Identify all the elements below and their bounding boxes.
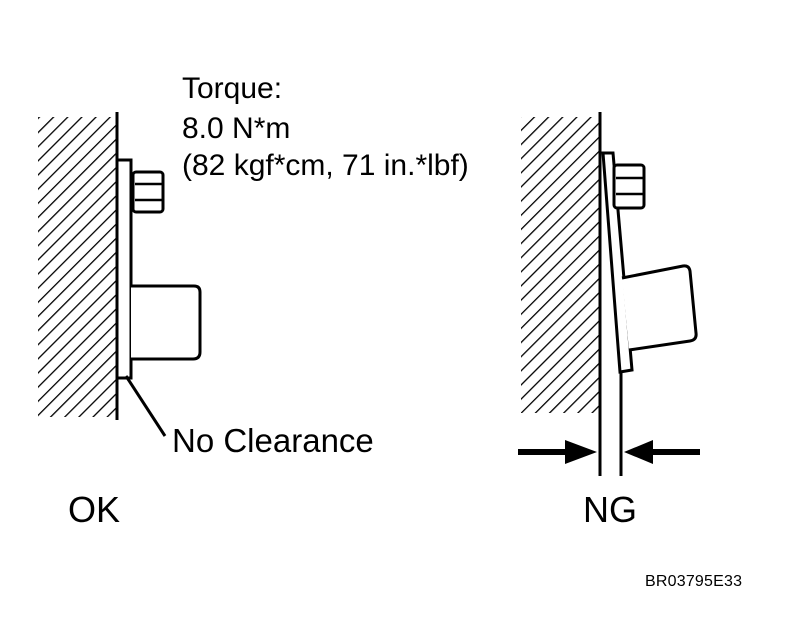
ng-gap-arrow-left bbox=[518, 440, 597, 464]
ng-wall-hatching bbox=[521, 117, 599, 413]
ng-gap-arrow-right bbox=[624, 440, 700, 464]
ok-wall-hatching bbox=[38, 117, 116, 417]
no-clearance-label: No Clearance bbox=[172, 422, 374, 459]
torque-value-nm: 8.0 N*m bbox=[182, 112, 291, 145]
ng-figure bbox=[518, 112, 700, 476]
ok-bolt-head bbox=[131, 170, 165, 214]
ok-leader-line bbox=[124, 375, 167, 437]
ok-label: OK bbox=[68, 489, 121, 530]
ok-bracket-plate bbox=[115, 158, 133, 380]
ng-sensor-body-tilted bbox=[621, 264, 698, 352]
ng-label: NG bbox=[583, 489, 637, 530]
torque-value-alt-units: (82 kgf*cm, 71 in.*lbf) bbox=[182, 149, 469, 182]
ng-bracket-plate-tilted bbox=[601, 151, 634, 374]
figure-code: BR03795E33 bbox=[645, 573, 743, 590]
ok-figure bbox=[38, 112, 202, 437]
torque-title: Torque: bbox=[182, 72, 283, 105]
ok-sensor-body bbox=[131, 284, 202, 361]
ng-bolt-head bbox=[612, 163, 646, 210]
